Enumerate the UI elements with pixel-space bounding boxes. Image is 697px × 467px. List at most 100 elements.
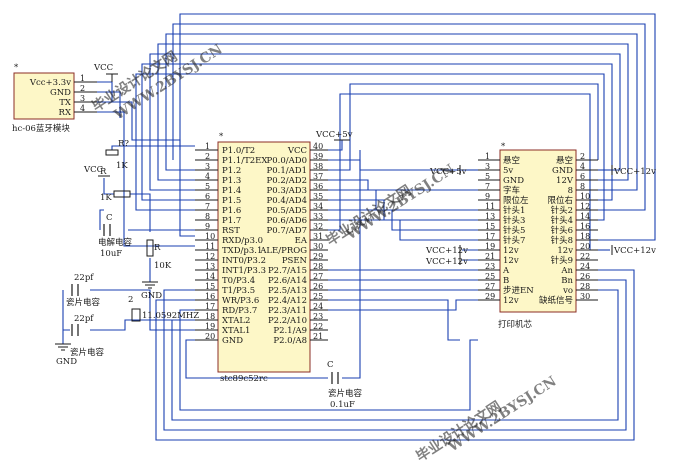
- bluetooth-pin-number: 4: [80, 104, 85, 113]
- wire-mcu-gnd: [185, 339, 328, 379]
- printer-left-pin-label: GND: [503, 176, 524, 186]
- wire-crystal-gnd: [62, 290, 70, 344]
- mcu-left-pin-label: P1.1/T2EX: [222, 156, 268, 166]
- crystal-frequency: 11.0592MHZ: [142, 311, 199, 321]
- mcu-right-pin-number: 26: [313, 282, 323, 291]
- mcu-left-pin-label: WR/P3.6: [222, 296, 259, 306]
- mcu-right-pin-label: P0.7/AD7: [267, 226, 307, 236]
- wire-p07: [328, 93, 591, 250]
- printer-left-pin-number: 1: [485, 152, 490, 161]
- mcu-star: *: [219, 132, 224, 142]
- mcu-right-pin-label: P0.3/AD3: [267, 186, 307, 196]
- capacitor-crystal-1-name: 瓷片电容: [66, 297, 101, 308]
- mcu-left-pin-label: P1.5: [222, 196, 241, 206]
- mcu-left-pin-number: 6: [205, 192, 210, 201]
- mcu-left-pin-label: XTAL2: [222, 316, 250, 326]
- mcu-left-pin-number: 15: [205, 282, 215, 291]
- printer-left-pin-number: 25: [485, 272, 495, 281]
- mcu-left-pin-number: 9: [205, 222, 210, 231]
- wire-mcu-vcc: [328, 140, 343, 151]
- mcu-left-pin-number: 7: [205, 202, 210, 211]
- wire-reset-r: [130, 193, 151, 282]
- printer-right-pin-label: Bn: [561, 276, 573, 286]
- mcu-left-pin-label: INT1/P3.3: [222, 266, 266, 276]
- printer-right-pin-label: 针头4: [551, 215, 573, 226]
- mcu-right-pin-number: 39: [313, 152, 323, 161]
- passives: R? 1K R 1K C 电解电容 10uF R 10K 22pf 瓷片电容 2…: [66, 139, 363, 410]
- mcu-right-pin-number: 40: [313, 142, 323, 151]
- printer-left-pin-label: 针头7: [503, 235, 525, 246]
- vcc-reset-label: VCC: [83, 165, 103, 175]
- bluetooth-pin-number: 2: [80, 84, 85, 93]
- wire-xtal2: [90, 289, 195, 331]
- mcu-right-pin-number: 38: [313, 162, 323, 171]
- mcu-left-pin-label: TXD/p3.1: [222, 246, 262, 256]
- wire-p02: [328, 179, 478, 191]
- mcu-right-pin-label: P0.5/AD5: [267, 206, 307, 216]
- mcu-left-pin-label: T1/P3.5: [222, 286, 255, 296]
- mcu-left-pin-number: 20: [205, 332, 215, 341]
- printer-right-pin-label: 针头9: [551, 255, 573, 266]
- printer-right-pin-label: 悬空: [556, 155, 573, 166]
- resistor-r-mid: [113, 190, 131, 198]
- printer-right-pin-number: 30: [580, 292, 590, 301]
- mcu-right-pin-label: P2.7/A15: [268, 266, 307, 276]
- printer-right-pin-number: 24: [580, 262, 590, 271]
- printer-left-pin-label: 12v: [503, 296, 519, 306]
- wire-decoupling: [342, 150, 361, 379]
- capacitor-electrolytic: [103, 224, 111, 236]
- wire-p11: [172, 23, 646, 211]
- wire-p22: [328, 299, 478, 311]
- mcu-right-pin-label: VCC: [287, 146, 307, 156]
- mcu-left-pin-number: 13: [205, 262, 215, 271]
- mcu-left-pin-label: GND: [222, 336, 243, 346]
- printer-left-pin-label: 针头5: [503, 225, 525, 236]
- resistor-reset-ref: R: [154, 243, 161, 253]
- mcu-left-pin-label: P1.2: [222, 166, 241, 176]
- printer-right-pin-label: vo: [562, 286, 573, 296]
- printer-left-pin-number: 3: [485, 162, 490, 171]
- wire-p14: [149, 53, 621, 191]
- bluetooth-pin-number: 1: [80, 74, 85, 83]
- mcu-left-pin-label: RD/P3.7: [222, 306, 257, 316]
- printer-right-pin-label: 针头6: [551, 225, 573, 236]
- mcu-left-pin-number: 1: [205, 142, 210, 151]
- printer-right-pin-number: 12: [580, 202, 590, 211]
- vcc-mcu-label: VCC+5v: [315, 130, 353, 140]
- wire-printer-12v-left: [462, 249, 478, 261]
- bluetooth-caption: hc-06蓝牙模块: [12, 123, 70, 134]
- mcu-right-pin-number: 23: [313, 312, 323, 321]
- mcu-left-pin-number: 17: [205, 302, 215, 311]
- mcu-left-pin-label: P1.3: [222, 176, 241, 186]
- mcu-right-pin-label: P0.0/AD0: [267, 156, 307, 166]
- mcu-left-pin-number: 3: [205, 162, 210, 171]
- printer-left-pin-number: 21: [485, 252, 495, 261]
- resistor-r-mid-value: 1K: [100, 193, 112, 203]
- capacitor-crystal-2-name: 瓷片电容: [70, 347, 105, 358]
- wire-bt-gnd: [97, 91, 121, 118]
- printer-left-pin-number: 7: [485, 182, 490, 191]
- printer-right-pin-number: 18: [580, 232, 590, 241]
- mcu-right-pin-number: 34: [313, 202, 323, 211]
- printer-right-pin-label: 8: [568, 186, 573, 196]
- printer-right-pin-label: 限位右: [547, 195, 573, 206]
- printer-left-pin-label: 悬空: [503, 155, 520, 166]
- printer-left-pin-number: 15: [485, 222, 495, 231]
- mcu-right-pin-label: P0.6/AD6: [267, 216, 307, 226]
- resistor-reset-value: 10K: [154, 261, 172, 271]
- printer-left-pin-number: 5: [485, 172, 490, 181]
- mcu-left-pin-label: RST: [222, 226, 240, 236]
- mcu-right-pin-label: ALE/PROG: [259, 246, 307, 256]
- printer-left-pin-number: 13: [485, 212, 495, 221]
- mcu-left-pin-label: P1.6: [222, 206, 241, 216]
- ground-crystal-symbol: [55, 343, 71, 351]
- printer-right-pin-number: 28: [580, 282, 590, 291]
- printer-right-pin-number: 6: [580, 172, 585, 181]
- mcu-right-pin-label: P0.4/AD4: [267, 196, 307, 206]
- mcu-left-pin-label: P1.0/T2: [222, 146, 255, 156]
- mcu-right-pin-label: P2.4/A12: [268, 296, 307, 306]
- capacitor-crystal-1-value: 22pf: [74, 273, 94, 283]
- resistor-reset: [146, 239, 154, 257]
- printer-right-pin-label: An: [560, 266, 573, 276]
- bluetooth-pin-label: TX: [59, 98, 72, 108]
